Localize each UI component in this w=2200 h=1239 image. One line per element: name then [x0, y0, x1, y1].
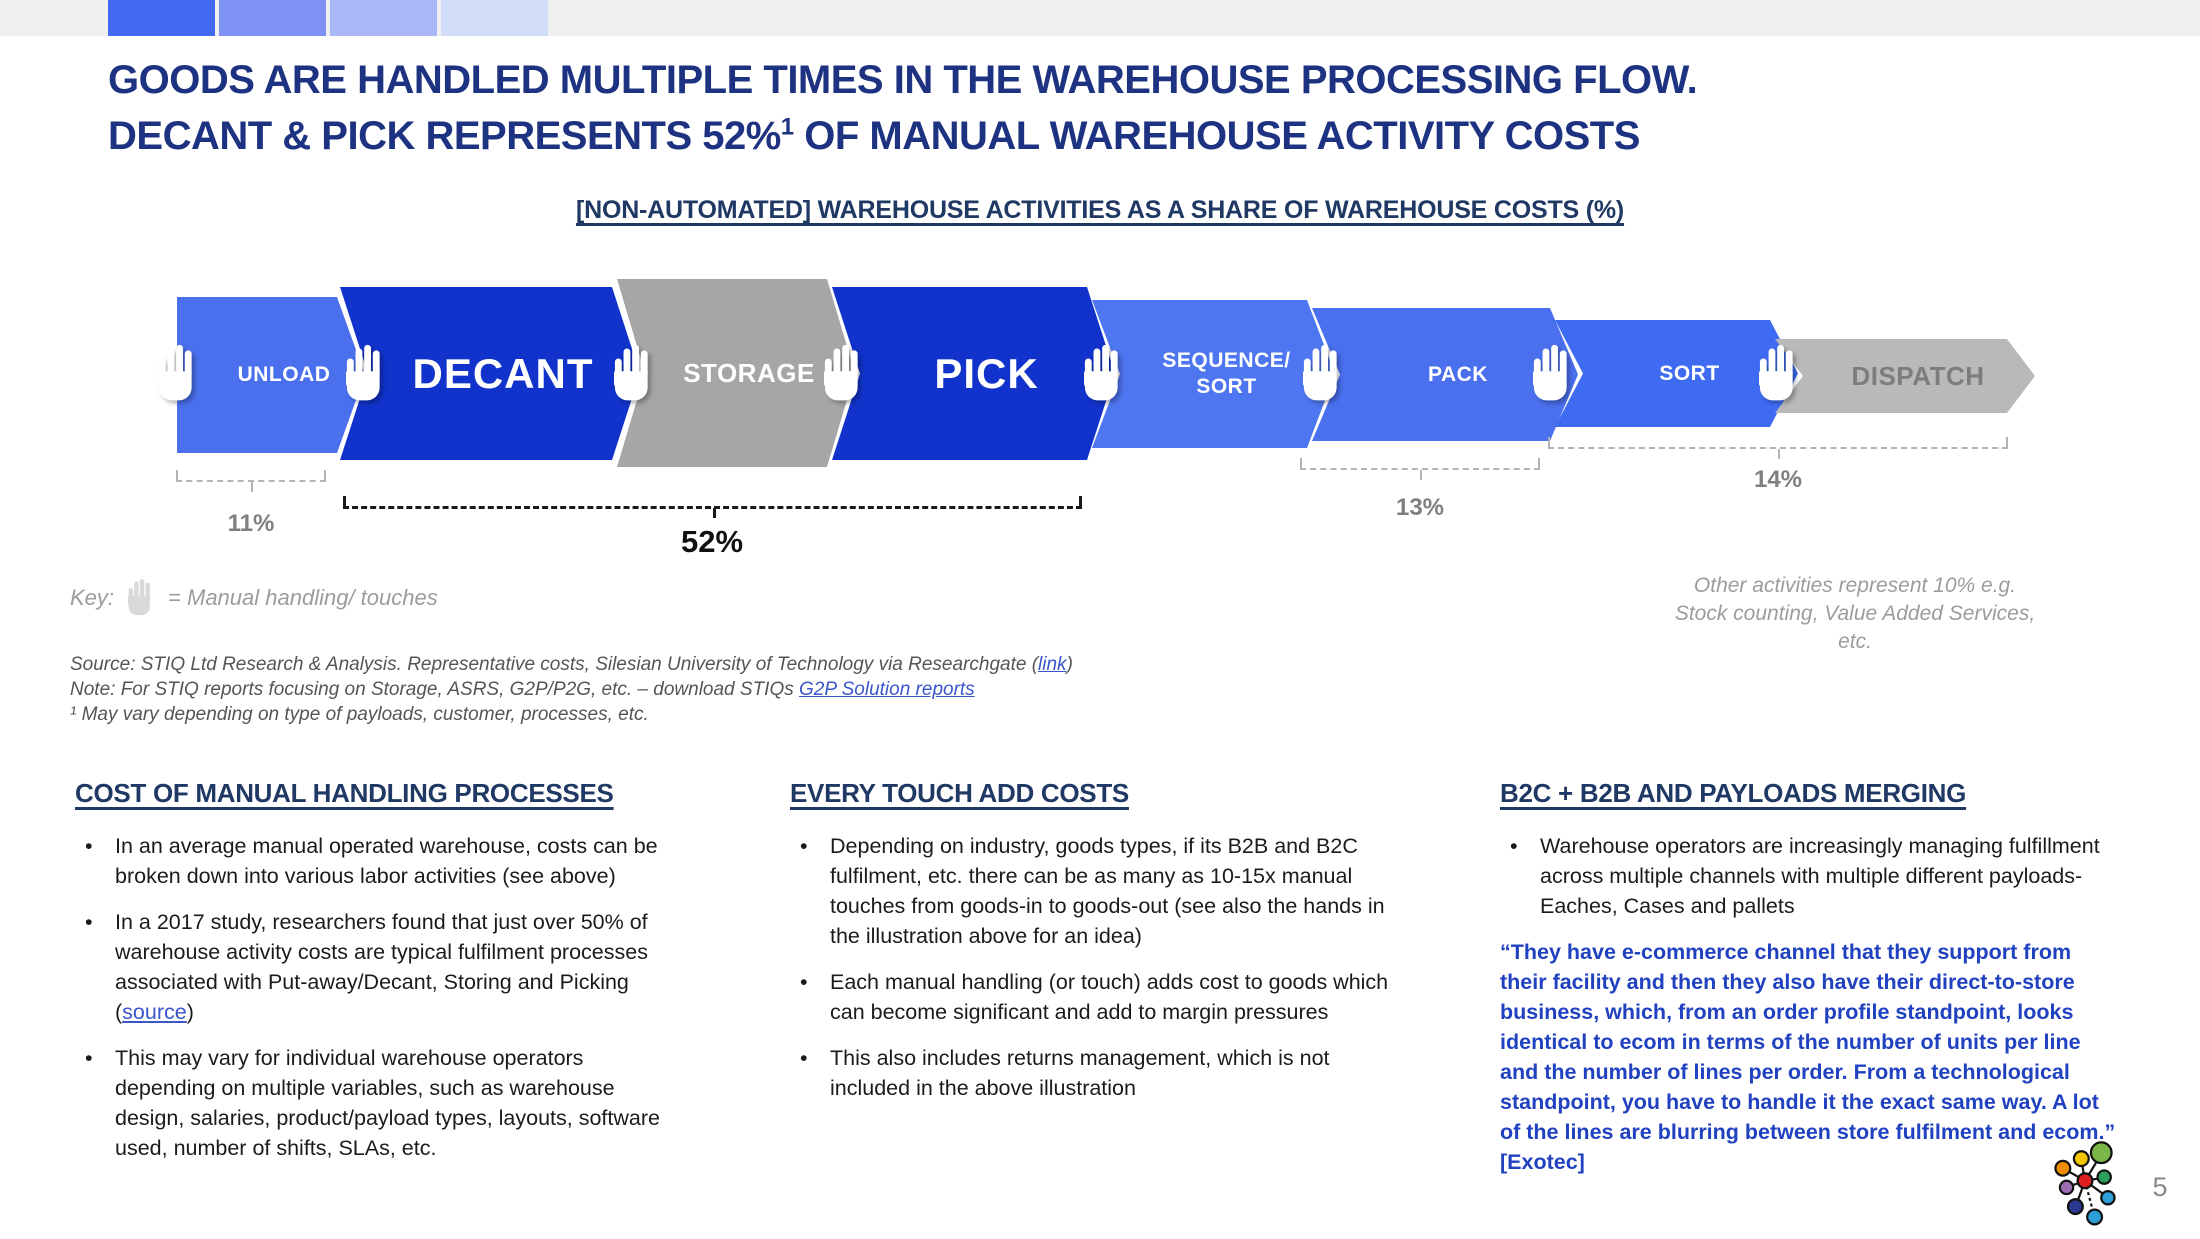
flow-step-label: UNLOAD: [237, 363, 331, 386]
flow-step-pick: PICK: [832, 287, 1115, 460]
note-line: Note: For STIQ reports focusing on Stora…: [70, 679, 975, 700]
key-description: = Manual handling/ touches: [168, 585, 438, 610]
slide-title-line1: GOODS ARE HANDLED MULTIPLE TIMES IN THE …: [108, 58, 1698, 102]
column-header: B2C + B2B AND PAYLOADS MERGING: [1500, 778, 1967, 808]
flow-step-label: SEQUENCE/SORT: [1162, 349, 1291, 398]
column-cost-of-manual-handling: COST OF MANUAL HANDLING PROCESSES In an …: [75, 778, 675, 1179]
flow-step-label: SORT: [1659, 361, 1720, 385]
slide-title: GOODS ARE HANDLED MULTIPLE TIMES IN THE …: [108, 52, 2088, 164]
bracket-unload: [176, 470, 326, 492]
legend-key: Key: = Manual handling/ touches: [70, 578, 438, 618]
bullet-item: This may vary for individual warehouse o…: [75, 1043, 675, 1163]
flow-step-label: DECANT: [412, 349, 594, 397]
study-source-link[interactable]: source: [122, 1000, 187, 1024]
slide-title-line2: DECANT & PICK REPRESENTS 52%1 OF MANUAL …: [108, 113, 1640, 158]
source-link[interactable]: link: [1038, 654, 1067, 675]
bracket-decant-pick: [343, 496, 1082, 518]
column-every-touch-adds-costs: EVERY TOUCH ADD COSTS Depending on indus…: [790, 778, 1400, 1119]
bracket-pack: [1300, 458, 1540, 480]
flow-step-sort: SORT: [1555, 320, 1798, 427]
exotec-quote: “They have e-commerce channel that they …: [1500, 940, 2116, 1174]
accent-bar-segment: [330, 0, 437, 36]
share-label-decant-pick: 52%: [680, 524, 744, 559]
hand-icon: [1755, 343, 1799, 405]
column-header: EVERY TOUCH ADD COSTS: [790, 778, 1129, 808]
bullet-item: Depending on industry, goods types, if i…: [790, 831, 1400, 951]
accent-bar-segment: [219, 0, 326, 36]
hand-icon: [1080, 343, 1124, 405]
g2p-reports-link[interactable]: G2P Solution reports: [799, 679, 975, 700]
flow-step-unload: UNLOAD: [177, 297, 365, 453]
hand-icon: [610, 343, 654, 405]
bullet-item: In a 2017 study, researchers found that …: [75, 907, 675, 1027]
hand-icon: [820, 343, 864, 405]
top-accent-bar: [0, 0, 2200, 36]
chart-title: [NON-AUTOMATED] WAREHOUSE ACTIVITIES AS …: [575, 196, 1625, 224]
flow-step-label: PICK: [934, 349, 1039, 397]
share-label-sort-dispatch: 14%: [1753, 466, 1803, 493]
hand-icon: [154, 343, 198, 405]
flow-step-label: PACK: [1428, 362, 1488, 386]
column-header: COST OF MANUAL HANDLING PROCESSES: [75, 778, 614, 808]
share-label-unload: 11%: [227, 510, 275, 537]
flow-step-sequence-sort: SEQUENCE/SORT: [1092, 300, 1335, 448]
bracket-sort-dispatch: [1548, 437, 2008, 459]
bullet-item: Each manual handling (or touch) adds cos…: [790, 967, 1400, 1027]
flow-step-label: DISPATCH: [1851, 360, 1985, 391]
share-label-pack: 13%: [1395, 494, 1445, 521]
other-activities-note: Other activities represent 10% e.g. Stoc…: [1674, 574, 2036, 653]
flow-step-storage: STORAGE: [617, 279, 855, 467]
source-line: Source: STIQ Ltd Research & Analysis. Re…: [70, 654, 1073, 675]
hand-icon: [342, 343, 386, 405]
accent-bar-segment: [108, 0, 215, 36]
bullet-item: This also includes returns management, w…: [790, 1043, 1400, 1103]
footnote-line: ¹ May vary depending on type of payloads…: [70, 704, 649, 725]
hand-icon: [1529, 343, 1573, 405]
flow-step-label: STORAGE: [683, 357, 815, 388]
hand-icon: [128, 578, 154, 618]
key-label: Key:: [70, 585, 115, 610]
bullet-item: Warehouse operators are increasingly man…: [1500, 831, 2120, 921]
column-b2c-b2b-payloads: B2C + B2B AND PAYLOADS MERGING Warehouse…: [1500, 778, 2120, 1177]
molecule-logo: [2048, 1135, 2122, 1236]
page-number: 5: [2152, 1172, 2168, 1202]
hand-icon: [1299, 343, 1343, 405]
bullet-item: In an average manual operated warehouse,…: [75, 831, 675, 891]
source-block: Source: STIQ Ltd Research & Analysis. Re…: [70, 652, 1270, 727]
flow-step-decant: DECANT: [340, 287, 640, 460]
accent-bar-segment: [441, 0, 548, 36]
footnote-marker: 1: [780, 113, 794, 141]
flow-step-dispatch: DISPATCH: [1775, 339, 2035, 413]
